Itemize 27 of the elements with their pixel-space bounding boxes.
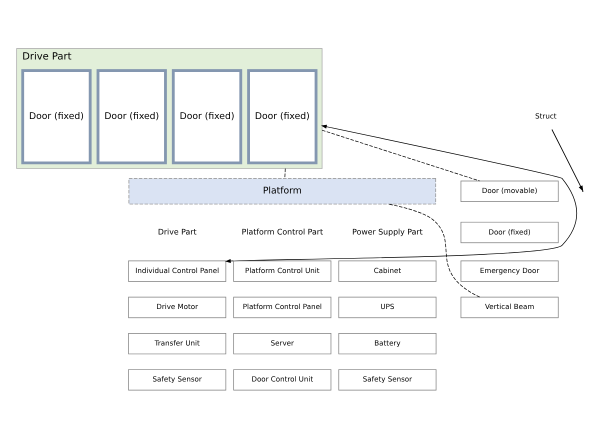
node-box: Door (fixed) [247,69,318,164]
node-box: Door Control Unit [233,369,332,391]
node-text: Struct [535,111,557,120]
node-box: Vertical Beam [460,296,559,318]
node-box: Door (fixed) [96,69,167,164]
node-box: Server [233,332,332,354]
node-box: Safety Sensor [128,369,226,391]
node-box: Emergency Door [460,260,559,282]
connector [322,130,480,182]
node-box: Cabinet [338,260,436,282]
node-box: Battery [338,332,436,354]
node-box: UPS [338,296,436,318]
node-box: Door (fixed) [21,69,92,164]
node-box: Transfer Unit [128,332,226,354]
connector [284,168,286,179]
arrow [552,129,584,192]
node-box: Door (movable) [460,180,559,202]
node-box: Platform [128,178,436,204]
node-box: Individual Control Panel [128,260,226,282]
node-box: Drive Motor [128,296,226,318]
node-box: Safety Sensor [338,369,436,391]
node-box: Platform Control Unit [233,260,332,282]
node-box: Door (fixed) [460,222,559,244]
arrow [225,124,578,263]
node-box: Platform Control Panel [233,296,332,318]
connector [388,204,480,298]
node-box: Door (fixed) [172,69,242,164]
